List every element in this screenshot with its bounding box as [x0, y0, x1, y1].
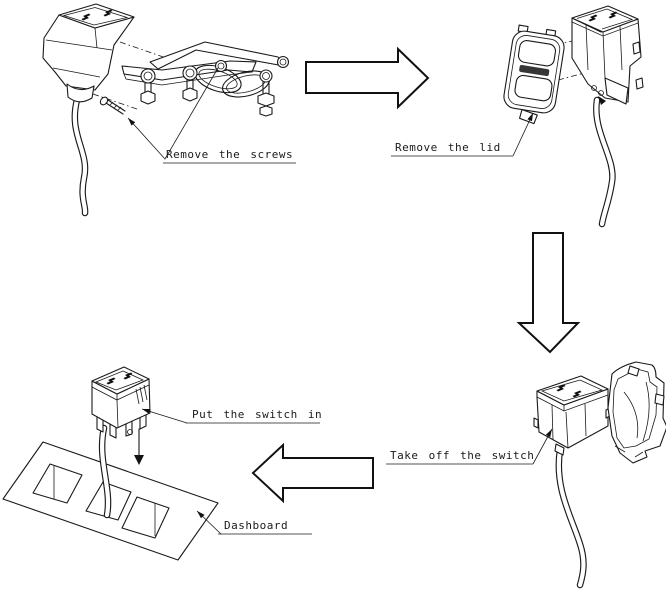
housing-shell	[607, 361, 666, 464]
small-arrowhead-icon	[598, 96, 606, 105]
put-switch-in-label: Put the switch in	[192, 408, 322, 421]
latch-tab	[554, 443, 565, 456]
dashboard-hole	[85, 481, 132, 521]
clamp-bolt-icon	[214, 59, 228, 73]
switch-cable	[98, 424, 112, 519]
bolt-head-icon	[182, 65, 198, 81]
dashboard-hole	[121, 496, 170, 539]
switch-ribs	[135, 384, 148, 405]
retaining-screw-icon	[591, 85, 597, 91]
latch-tab	[632, 41, 641, 55]
switch-top-face	[536, 375, 609, 406]
bolt-nut-icon	[182, 87, 198, 102]
figure-lid-and-switch: Remove the lid	[391, 5, 644, 228]
shell-notch	[654, 393, 665, 406]
switch-collar	[66, 83, 95, 103]
leader-arrowhead-icon	[545, 429, 552, 438]
latch-tab	[533, 417, 539, 429]
switch-cable	[555, 446, 587, 589]
dashboard-hole	[32, 463, 83, 504]
switch-pin	[127, 429, 133, 435]
flow-arrow-left	[251, 442, 374, 504]
figure-switch-and-housing: Take off the switch	[386, 361, 666, 589]
switch-symbol-icon	[106, 377, 116, 385]
switch-symbol-icon	[572, 390, 582, 398]
flow-arrow-right	[305, 46, 430, 110]
clamp-nut-icon	[257, 92, 275, 107]
dashboard-callout: Dashboard	[196, 510, 312, 535]
switch-symbol-icon	[81, 13, 91, 21]
switch-body	[533, 375, 611, 456]
figure-switch-and-dashboard: Put the switch in Dashboard	[2, 366, 322, 561]
remove-screws-label: Remove the screws	[166, 148, 293, 161]
switch-body	[91, 366, 151, 439]
switch-symbol-icon	[608, 11, 618, 19]
leader-arrowhead-icon	[527, 113, 533, 122]
retaining-screw-icon	[598, 90, 604, 96]
switch-lid	[503, 24, 565, 125]
lid-window	[514, 74, 553, 102]
take-off-switch-callout: Take off the switch	[386, 428, 553, 465]
alignment-dash-line	[92, 93, 138, 110]
switch-top-face	[91, 366, 150, 395]
lid-foot	[519, 109, 538, 125]
remove-lid-callout: Remove the lid	[391, 112, 534, 157]
leader-arrowhead-icon	[197, 511, 205, 519]
lid-logo-mark	[519, 65, 550, 77]
switch-symbol-icon	[588, 14, 598, 22]
switch-symbol-icon	[123, 372, 133, 380]
switch-top-face	[58, 3, 135, 29]
bolt-head-icon	[140, 68, 156, 84]
switch-top-face	[571, 5, 639, 33]
latch-tab	[635, 77, 644, 90]
small-screw-icon	[99, 96, 126, 115]
figure-switch-bracket-clamp: Remove the screws	[42, 3, 296, 217]
remove-lid-label: Remove the lid	[395, 141, 501, 154]
switch-symbol-icon	[103, 9, 113, 17]
leader-arrowhead-icon	[142, 409, 151, 414]
shell-notch	[627, 365, 640, 377]
take-off-switch-label: Take off the switch	[390, 449, 534, 462]
put-switch-in-callout: Put the switch in	[141, 408, 322, 424]
bracket-bolts	[140, 65, 198, 105]
insert-direction-arrow-icon	[134, 428, 144, 465]
bracket-screw-icon	[276, 55, 290, 69]
switch-body	[571, 5, 644, 105]
bolt-nut-icon	[140, 90, 156, 105]
leader-arrowhead-icon	[128, 118, 136, 126]
remove-screws-callout: Remove the screws	[127, 67, 296, 164]
switch-cable	[71, 96, 89, 217]
switch-cable	[593, 96, 616, 228]
switch-body	[42, 3, 135, 103]
lid-window	[517, 40, 557, 67]
switch-symbol-icon	[556, 384, 566, 392]
dashboard-label: Dashboard	[224, 519, 288, 532]
clamp-bolt-icon	[259, 69, 273, 83]
clamp-nut-icon	[259, 105, 273, 117]
flow-arrow-down	[516, 232, 581, 354]
